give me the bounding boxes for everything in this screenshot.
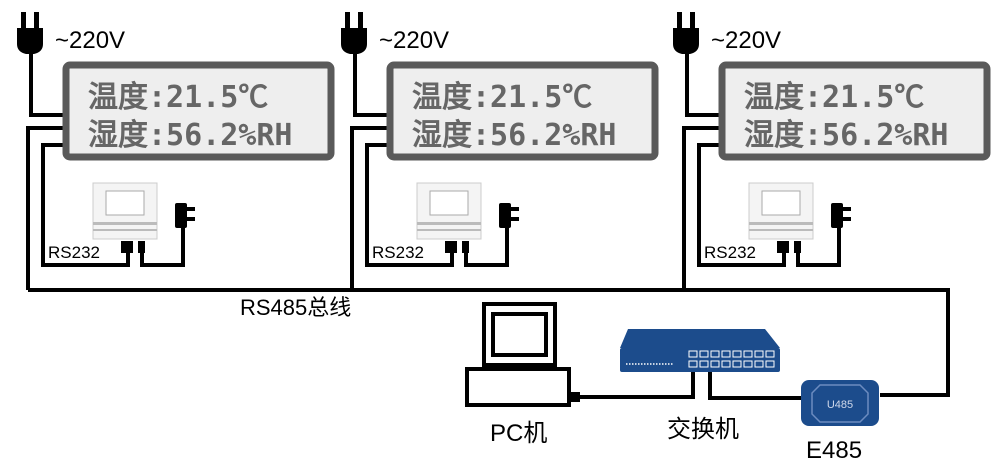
converter-chip-text: U485 [827,399,853,411]
pc-switch-cable [580,372,695,399]
voltage-label: ~220V [55,27,125,54]
converter-label: E485 [806,437,862,464]
rs485-bus [28,288,950,397]
port-label: RS232 [704,243,756,262]
voltage-label: ~220V [711,27,781,54]
pc-label: PC机 [490,420,547,447]
humidity-reading: 湿度:56.2%RH [412,118,617,153]
port-label: RS232 [48,243,100,262]
temperature-reading: 温度:21.5℃ [88,80,268,115]
network-switch-icon [620,329,780,372]
bus-label: RS485总线 [240,295,351,320]
port-label: RS232 [372,243,424,262]
temperature-reading: 温度:21.5℃ [744,80,924,115]
switch-converter-cable [708,372,802,400]
e485-converter-icon: U485 [801,380,879,426]
humidity-reading: 湿度:56.2%RH [744,118,949,153]
switch-label: 交换机 [667,416,739,443]
pc-icon [465,302,580,407]
voltage-label: ~220V [379,27,449,54]
humidity-reading: 湿度:56.2%RH [88,118,293,153]
temperature-reading: 温度:21.5℃ [412,80,592,115]
